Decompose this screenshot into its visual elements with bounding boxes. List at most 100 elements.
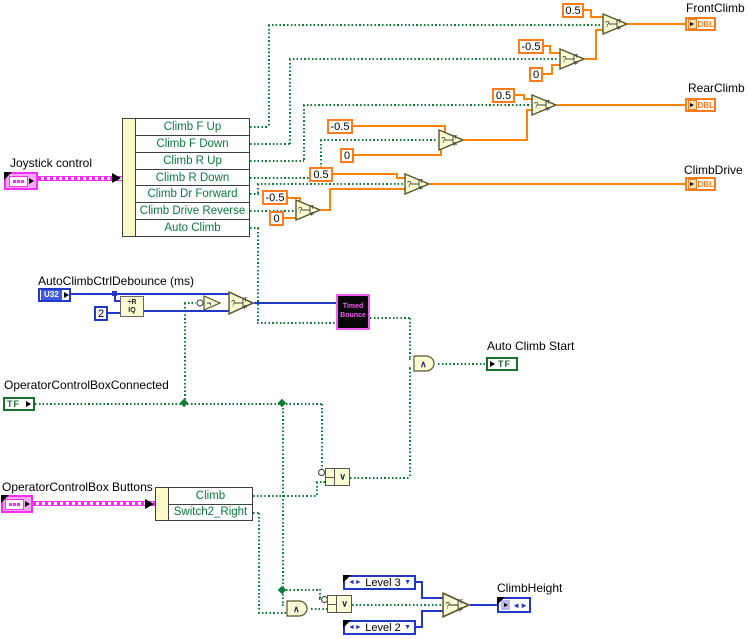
wire-boolean xyxy=(320,140,322,178)
wire-numeric xyxy=(440,147,442,156)
svg-text:?: ? xyxy=(298,206,303,215)
wire-numeric xyxy=(557,104,685,106)
constant-neg-0-5[interactable]: -0.5 xyxy=(327,119,353,134)
dropdown-icon[interactable]: ▼ xyxy=(404,624,411,631)
wire-boolean xyxy=(319,589,321,598)
unbundle-row[interactable]: Climb xyxy=(169,488,252,505)
enum-value[interactable]: Level 2 xyxy=(365,621,401,634)
constant-0-5[interactable]: 0.5 xyxy=(309,167,333,182)
and-function[interactable]: ∧ xyxy=(413,355,438,372)
wire-integer xyxy=(114,300,122,302)
svg-text:T: T xyxy=(575,54,579,60)
svg-text:F: F xyxy=(244,305,248,311)
wire-numeric xyxy=(321,209,331,211)
constant-0[interactable]: 0 xyxy=(529,67,543,82)
wire-numeric xyxy=(284,217,297,219)
unbundle-row[interactable]: Climb F Up xyxy=(136,119,249,136)
wire-numeric xyxy=(444,125,446,135)
svg-text:F: F xyxy=(575,61,579,67)
select-function-debounce[interactable]: ? T F xyxy=(228,291,254,315)
select-function-frontclimb-2[interactable]: ? T F xyxy=(559,48,585,70)
unbundle-row[interactable]: Climb R Up xyxy=(136,153,249,170)
timed-bounce-subvi[interactable]: Timed Bounce xyxy=(336,294,370,330)
wire-cluster xyxy=(33,501,155,506)
dbl-indicator-rearclimb[interactable]: DBL xyxy=(685,98,716,112)
select-function-climbdrive-2[interactable]: ? T F xyxy=(295,199,321,221)
dbl-indicator-frontclimb[interactable]: DBL xyxy=(685,17,716,31)
unbundle-row[interactable]: Climb R Down xyxy=(136,170,249,187)
corner-fold xyxy=(343,575,351,583)
unbundle-row[interactable]: Auto Climb xyxy=(164,222,221,235)
constant-neg-0-5[interactable]: -0.5 xyxy=(262,190,288,205)
unbundle-joystick[interactable]: Climb F Up Climb F Down Climb R Up Climb… xyxy=(122,118,250,237)
terminal-arrow-icon xyxy=(501,600,511,610)
unbundle-row[interactable]: Climb Dr Forward xyxy=(136,186,249,204)
cluster-icon xyxy=(8,175,28,187)
wire-boolean xyxy=(352,604,442,606)
svg-text:?: ? xyxy=(407,180,412,189)
wire-boolean xyxy=(250,227,259,229)
compound-or-function[interactable]: ∨ xyxy=(325,468,350,486)
wire-numeric xyxy=(333,173,398,175)
select-function-rearclimb[interactable]: ? T F xyxy=(531,94,557,116)
wire-boolean xyxy=(253,495,317,497)
constant-0[interactable]: 0 xyxy=(269,211,284,226)
wire-numeric xyxy=(549,52,560,54)
or-glyph: ∨ xyxy=(339,471,346,482)
wire-numeric xyxy=(590,16,603,18)
constant-0[interactable]: 0 xyxy=(340,148,354,163)
dbl-type-label: DBL xyxy=(697,19,714,29)
unbundle-strip xyxy=(123,119,136,236)
unbundle-row[interactable]: Switch2_Right xyxy=(173,506,248,519)
tf-type-label: TF xyxy=(7,399,20,409)
enum-indicator-climbheight[interactable]: ◄► xyxy=(497,597,531,613)
enum-value[interactable]: Level 3 xyxy=(365,576,401,589)
wire-boolean xyxy=(303,104,531,106)
ocb-buttons-cluster-control[interactable] xyxy=(1,495,33,513)
dropdown-icon[interactable]: ▼ xyxy=(404,579,411,586)
wire-numeric xyxy=(299,197,301,204)
wire-boolean xyxy=(409,367,413,369)
corner-fold xyxy=(1,495,9,503)
compound-or-function[interactable]: ∨ xyxy=(327,595,352,613)
unbundle-strip xyxy=(156,488,169,520)
wire-junction xyxy=(179,398,189,408)
enum-constant-level3[interactable]: ◄► Level 3 ▼ xyxy=(343,575,416,590)
unbundle-ocb-buttons[interactable]: Climb Switch2_Right xyxy=(155,487,253,521)
wire-boolean xyxy=(320,139,438,141)
unbundle-row[interactable]: Climb F Down xyxy=(136,136,249,153)
wire-boolean xyxy=(184,303,186,403)
wire-integer xyxy=(71,293,231,295)
select-function-frontclimb[interactable]: ? T F xyxy=(602,13,628,35)
wire-boolean xyxy=(409,368,411,478)
u32-control-terminal[interactable]: U32 xyxy=(38,288,71,302)
wire-boolean xyxy=(282,404,284,590)
wire-boolean xyxy=(282,604,286,606)
not-function[interactable]: ¬ xyxy=(196,295,222,311)
select-function-climbdrive[interactable]: ? T F xyxy=(404,173,430,195)
tf-control-ocb-connected[interactable]: TF xyxy=(3,397,35,411)
wire-boolean xyxy=(282,589,320,591)
constant-0-5[interactable]: 0.5 xyxy=(492,88,515,103)
timed-bounce-line2: Bounce xyxy=(340,312,366,319)
climbheight-label: ClimbHeight xyxy=(497,581,563,595)
quotient-remainder-function[interactable]: ÷R IQ xyxy=(120,296,144,317)
unbundle-row[interactable]: Climb Drive Reverse xyxy=(136,203,249,221)
constant-neg-0-5[interactable]: -0.5 xyxy=(518,39,544,54)
enum-constant-level2[interactable]: ◄► Level 2 ▼ xyxy=(343,620,416,635)
tf-indicator-auto-climb-start[interactable]: TF xyxy=(486,357,518,371)
wire-boolean xyxy=(321,404,323,469)
and-function[interactable]: ∧ xyxy=(286,600,311,617)
wire-numeric xyxy=(590,9,592,18)
select-function-climbheight[interactable]: ? T F xyxy=(442,592,470,618)
wire-boolean xyxy=(409,318,411,359)
wire-boolean xyxy=(258,513,260,613)
wire-numeric xyxy=(584,9,592,11)
or-glyph: ∨ xyxy=(341,598,348,609)
constant-0-5[interactable]: 0.5 xyxy=(562,3,584,18)
terminal-arrow-icon xyxy=(688,19,697,29)
select-function-rearclimb-2[interactable]: ? T F xyxy=(438,129,464,151)
constant-2[interactable]: 2 xyxy=(94,306,108,321)
dbl-indicator-climbdrive[interactable]: DBL xyxy=(685,177,716,191)
joystick-cluster-control[interactable] xyxy=(4,172,38,190)
